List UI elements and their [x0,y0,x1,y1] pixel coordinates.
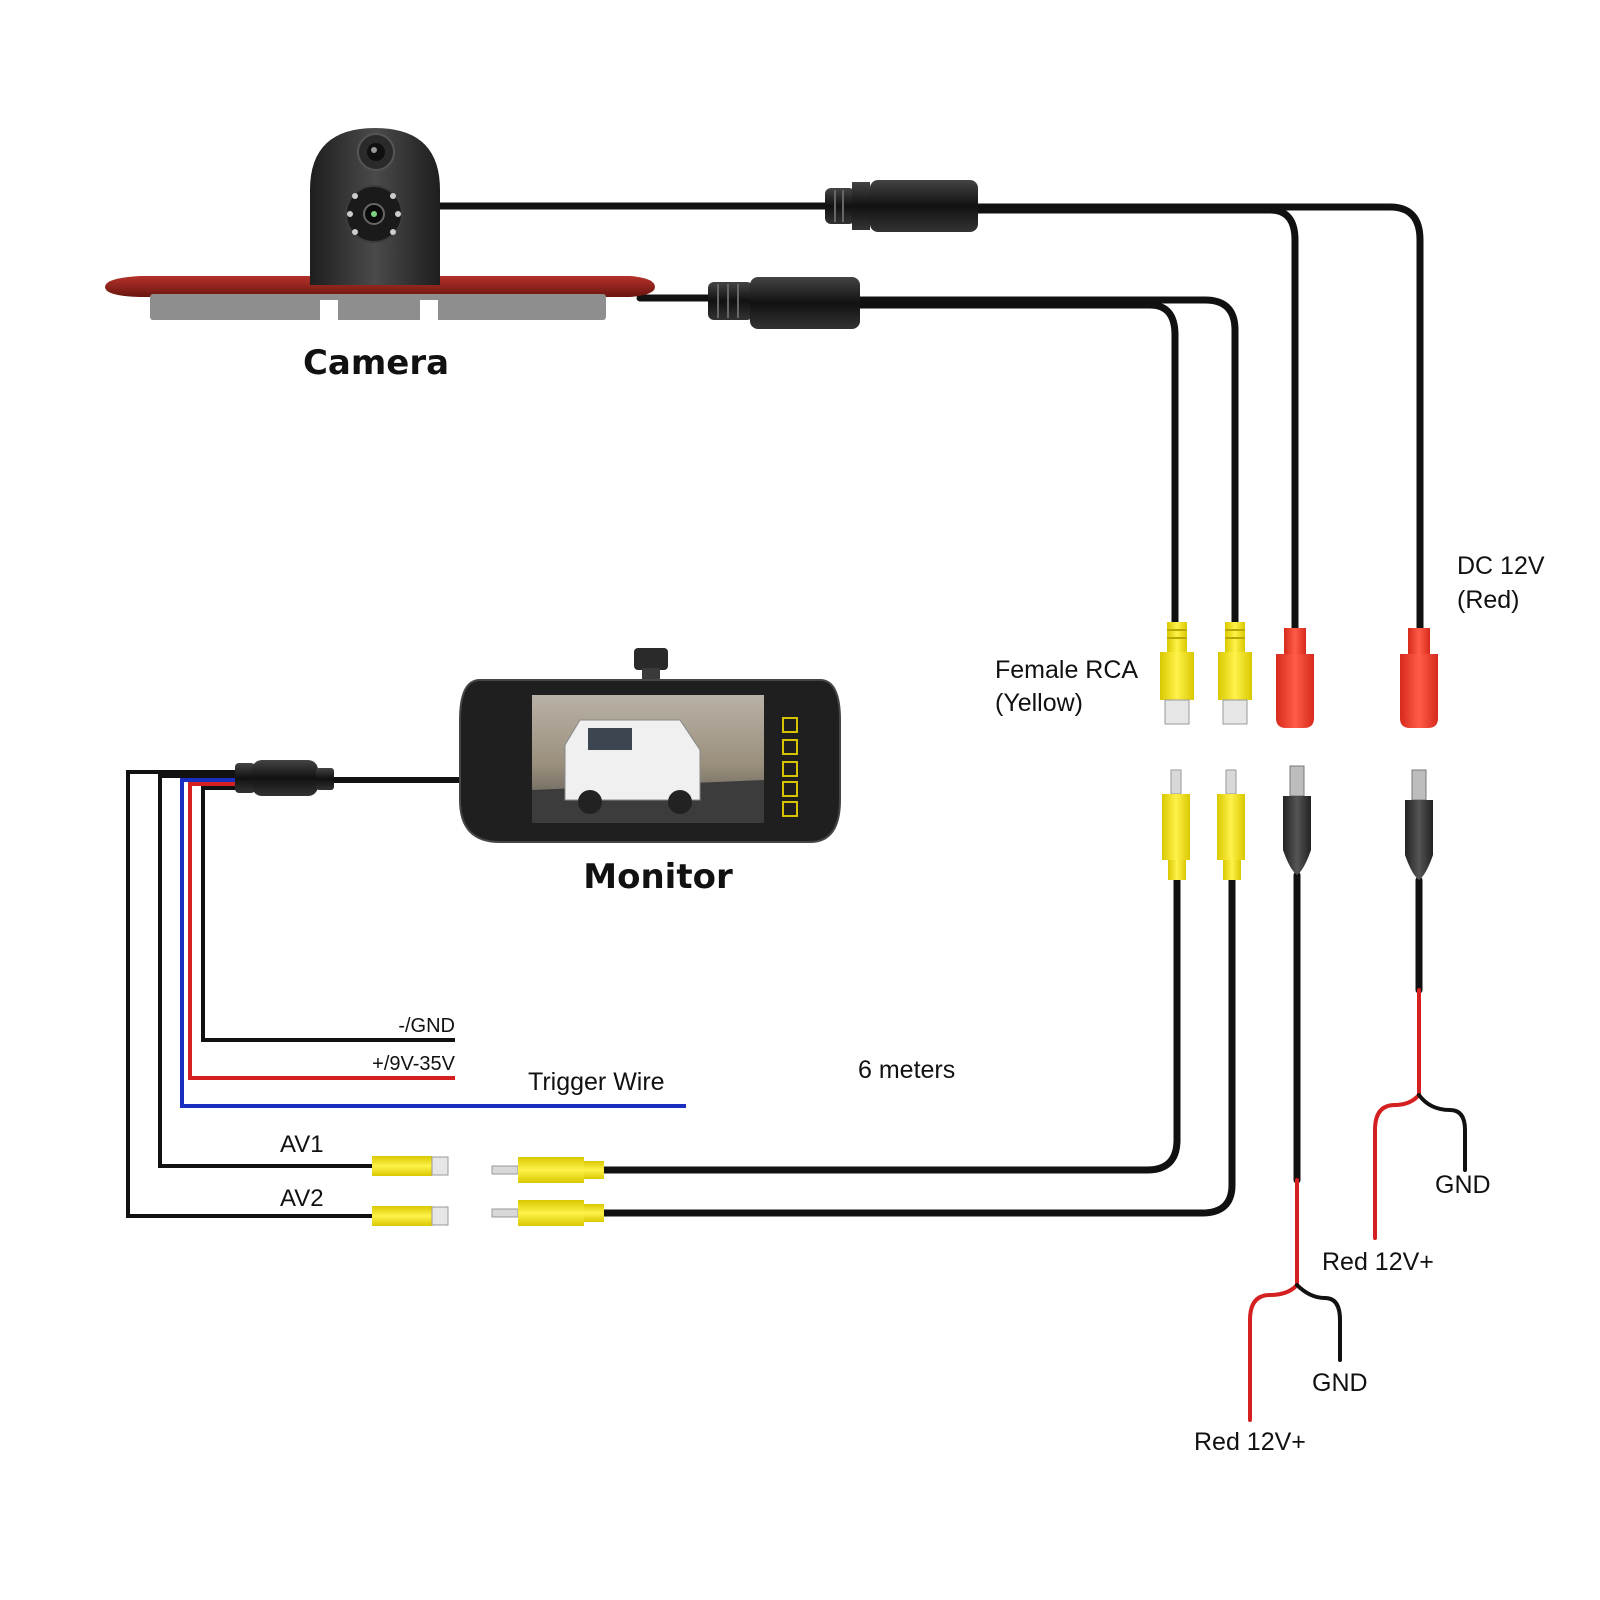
female-rca-label-line2: (Yellow) [995,689,1083,717]
cable-length-label: 6 meters [858,1056,955,1084]
trigger-wire-label: Trigger Wire [528,1068,665,1096]
av2-label: AV2 [280,1185,324,1212]
camera-cables [436,202,1424,639]
dc-male-connector-1-icon [1283,765,1311,875]
dc-female-connector-1-icon [1276,628,1314,728]
camera-label: Camera [303,343,449,383]
power-wire [188,782,455,1080]
video-connector-upper-icon [825,180,978,232]
dc12v-label-line2: (Red) [1457,586,1520,614]
dc-female-connector-2-icon [1400,628,1438,728]
rca-male-connector-1-icon [1162,769,1190,880]
av2-wire [126,770,372,1218]
rca-male-connector-2-icon [1217,769,1245,880]
extension-cable-av1 [596,876,1181,1174]
monitor-harness [126,770,686,1218]
female-rca-label-line1: Female RCA [995,656,1138,684]
av2-male-plug-icon [491,1200,604,1226]
extension-cable-av2 [596,876,1236,1217]
rca-female-connector-1-icon [1160,622,1194,725]
av1-male-plug-icon [491,1157,604,1183]
gnd-bottom-label: GND [1312,1369,1368,1397]
dc12v-label-line1: DC 12V [1457,552,1545,580]
gnd-wire [201,786,455,1042]
yellow-video-lead-2 [851,296,1239,629]
monitor-label: Monitor [583,857,733,897]
monitor-icon [459,648,841,843]
power-wire-label: +/9V-35V [372,1053,456,1075]
av2-female-plug-icon [372,1206,449,1226]
rca-female-connector-2-icon [1218,622,1252,725]
trigger-wire [180,778,686,1108]
av1-label: AV1 [280,1131,324,1158]
camera-icon [105,128,655,322]
red12v-right-label: Red 12V+ [1322,1248,1434,1276]
gnd-right-wire [1417,1093,1467,1172]
gnd-bottom-wire [1295,1283,1342,1362]
gnd-right-label: GND [1435,1171,1491,1199]
av1-wire [158,774,372,1168]
red-12v-right-wire [1373,1093,1421,1240]
extension-cables [596,871,1423,1217]
power-split-bottom [1248,1178,1342,1422]
red-power-lead-1 [971,206,1299,639]
video-connector-lower-icon [708,277,860,329]
av1-female-plug-icon [372,1156,449,1176]
dc-male-connector-2-icon [1405,769,1433,880]
red-12v-bottom-wire [1248,1283,1299,1422]
red-power-lead-2 [971,203,1424,639]
red12v-bottom-label: Red 12V+ [1194,1428,1306,1456]
yellow-video-lead-1 [851,301,1179,629]
gnd-wire-label: -/GND [398,1015,455,1037]
harness-connector-icon [235,760,334,796]
power-split-right [1373,988,1467,1240]
